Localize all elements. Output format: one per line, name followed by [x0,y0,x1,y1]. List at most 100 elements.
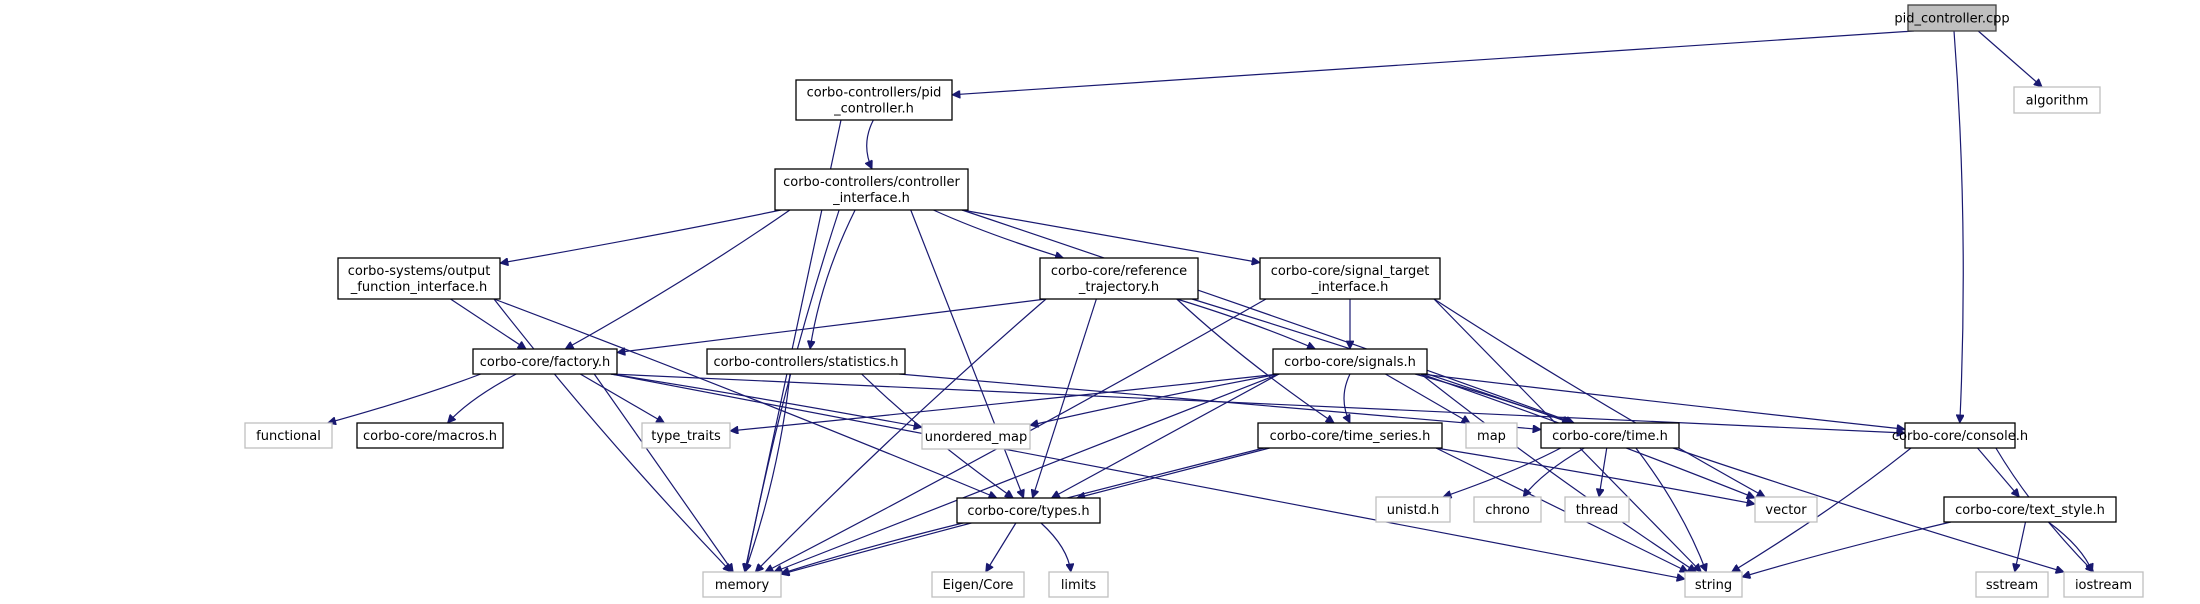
node-label: corbo-controllers/statistics.h [713,355,898,370]
node-box[interactable] [1943,496,2117,523]
edge-ctrl_if-to-sig_target [961,209,1260,263]
node-label: corbo-core/console.h [1892,429,2028,444]
node-label: _controller.h [833,102,914,117]
node-box[interactable] [472,348,618,375]
node-thread[interactable]: thread [1564,496,1630,523]
node-box[interactable] [1259,257,1441,300]
node-box[interactable] [244,422,333,449]
node-label: unistd.h [1387,503,1440,518]
node-box[interactable] [921,423,1031,450]
node-box[interactable] [1473,496,1542,523]
node-box[interactable] [1684,571,1743,598]
node-console[interactable]: corbo-core/console.h [1892,422,2028,449]
node-macros[interactable]: corbo-core/macros.h [356,422,504,449]
node-label: unordered_map [925,430,1028,445]
edge-ctrl_if-to-memory [745,209,840,572]
node-box[interactable] [1754,496,1818,523]
node-box[interactable] [1272,348,1428,375]
edge-types-to-limits [1040,522,1071,572]
node-label: corbo-core/time_series.h [1270,429,1431,444]
node-label: corbo-core/signals.h [1284,355,1416,370]
node-box[interactable] [2063,571,2144,598]
node-label: pid_controller.cpp [1894,12,2009,27]
node-map[interactable]: map [1465,422,1518,449]
edge-ctrl_if-to-types [910,209,1024,498]
node-label: corbo-systems/output [348,264,491,279]
node-box[interactable] [1039,257,1199,300]
node-label: string [1695,578,1732,593]
node-box[interactable] [706,348,906,375]
node-box[interactable] [2013,86,2101,114]
node-signals[interactable]: corbo-core/signals.h [1272,348,1428,375]
edge-ctrl_if-to-out_fn_if [500,209,782,263]
node-algorithm[interactable]: algorithm [2013,86,2101,114]
edge-pid_h-to-ctrl_if [867,119,874,169]
node-box[interactable] [774,168,969,211]
node-time-series[interactable]: corbo-core/time_series.h [1257,422,1443,449]
node-sig-target[interactable]: corbo-core/signal_target_interface.h [1259,257,1441,300]
node-box[interactable] [356,422,504,449]
node-label: _trajectory.h [1078,280,1159,295]
edge-pid_cpp-to-pid_h [952,30,1915,95]
node-types[interactable]: corbo-core/types.h [956,497,1101,524]
node-ctrl-if[interactable]: corbo-controllers/controller_interface.h [774,168,969,211]
node-box[interactable] [1465,422,1518,449]
node-label: iostream [2075,578,2132,593]
node-box[interactable] [1048,571,1109,598]
node-time[interactable]: corbo-core/time.h [1540,422,1680,449]
node-label: _interface.h [832,191,910,206]
node-box[interactable] [337,257,501,300]
edge-time-to-chrono [1523,447,1585,497]
node-label: limits [1061,578,1097,593]
edge-factory-to-functional [328,373,482,423]
edge-ref_traj-to-factory [617,298,1047,353]
node-box[interactable] [1540,422,1680,449]
edge-text_style-to-sstream [2015,521,2027,572]
node-box[interactable] [1904,422,2016,449]
node-unordered-map[interactable]: unordered_map [921,423,1031,450]
edge-statistics-to-time [898,373,1541,430]
node-box[interactable] [702,571,782,598]
node-memory[interactable]: memory [702,571,782,598]
node-box[interactable] [956,497,1101,524]
node-text-style[interactable]: corbo-core/text_style.h [1943,496,2117,523]
node-box[interactable] [641,422,731,449]
node-box[interactable] [931,571,1025,598]
node-label: corbo-controllers/pid [807,86,942,101]
node-functional[interactable]: functional [244,422,333,449]
edge-factory-to-macros [448,373,517,423]
node-label: corbo-core/macros.h [363,429,497,444]
node-factory[interactable]: corbo-core/factory.h [472,348,618,375]
node-box[interactable] [1975,571,2049,598]
node-iostream[interactable]: iostream [2063,571,2144,598]
node-limits[interactable]: limits [1048,571,1109,598]
node-string[interactable]: string [1684,571,1743,598]
node-out-fn-if[interactable]: corbo-systems/output_function_interface.… [337,257,501,300]
node-box[interactable] [1907,4,1997,32]
edge-pid_cpp-to-console [1953,30,1963,423]
node-box[interactable] [1375,496,1451,523]
edge-signals-to-types [1051,373,1280,499]
node-label: corbo-core/signal_target [1271,264,1430,279]
node-unistd[interactable]: unistd.h [1375,496,1451,523]
node-pid-h[interactable]: corbo-controllers/pid_controller.h [795,79,953,121]
node-box[interactable] [795,79,953,121]
edge-time-to-iostream [1672,447,2064,572]
node-sstream[interactable]: sstream [1975,571,2049,598]
node-box[interactable] [1257,422,1443,449]
edge-signals-to-unordered_map [1030,373,1280,425]
edge-types-to-memory [781,522,964,574]
edge-factory-to-console [610,373,1905,433]
node-label: thread [1576,503,1619,518]
node-box[interactable] [1564,496,1630,523]
node-statistics[interactable]: corbo-controllers/statistics.h [706,348,906,375]
node-label: memory [715,578,770,593]
node-pid-cpp[interactable]: pid_controller.cpp [1894,4,2010,32]
node-vector[interactable]: vector [1754,496,1818,523]
edge-signals-to-type_traits [730,373,1280,431]
node-eigen[interactable]: Eigen/Core [931,571,1025,598]
node-type-traits[interactable]: type_traits [641,422,731,449]
node-chrono[interactable]: chrono [1473,496,1542,523]
node-label: chrono [1485,503,1530,518]
node-ref-traj[interactable]: corbo-core/reference_trajectory.h [1039,257,1199,300]
